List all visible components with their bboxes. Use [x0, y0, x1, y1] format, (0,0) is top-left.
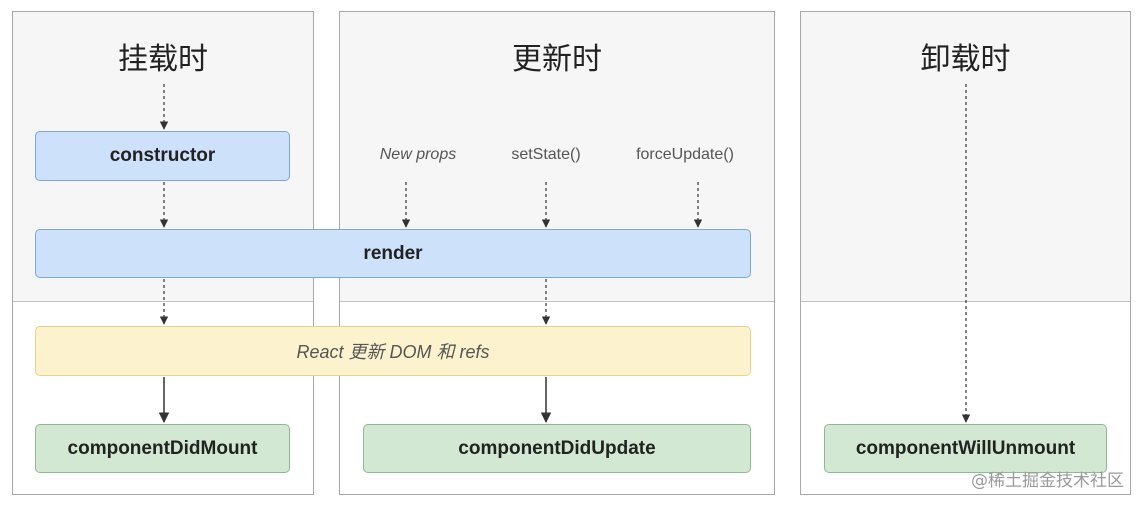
constructor-node: constructor	[35, 131, 290, 181]
component-will-unmount-node: componentWillUnmount	[824, 424, 1107, 473]
update-column-title: 更新时	[512, 42, 602, 77]
unmount-column-title: 卸载时	[920, 42, 1011, 77]
trigger-new-props: New props	[379, 146, 457, 163]
mount-column-title: 挂载时	[118, 42, 208, 77]
watermark: @稀土掘金技术社区	[971, 471, 1124, 491]
trigger-force-update: forceUpdate()	[636, 146, 734, 163]
trigger-set-state: setState()	[511, 146, 581, 163]
react-update-dom-node: React 更新 DOM 和 refs	[35, 326, 751, 376]
render-node: render	[35, 229, 751, 278]
component-did-mount-node: componentDidMount	[35, 424, 290, 473]
unmount-column: 卸载时	[800, 11, 1131, 495]
component-did-update-node: componentDidUpdate	[363, 424, 751, 473]
